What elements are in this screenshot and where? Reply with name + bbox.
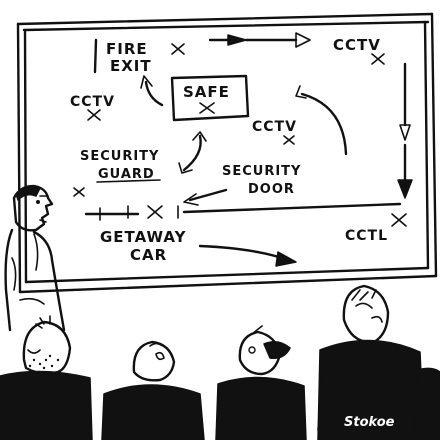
curved-arrow-safe-to-exit: [144, 80, 164, 107]
fire-exit-x-mark: [171, 43, 185, 55]
security-door-label-line2: DOOR: [248, 182, 295, 197]
getaway-label-line1: GETAWAY: [100, 228, 187, 246]
cctv-top-right-label: CCTV: [333, 36, 381, 54]
fire-exit-marker: FIRE EXIT: [93, 38, 185, 75]
whiteboard: [16, 12, 438, 294]
getaway-label-line2: CAR: [130, 246, 167, 264]
fire-exit-label-line2: EXIT: [110, 57, 152, 75]
safe-label: SAFE: [183, 83, 230, 101]
corridor-wall: [84, 202, 402, 221]
security-guard-marker: SECURITY GUARD: [80, 131, 207, 183]
audience-member-1: [0, 315, 93, 440]
route-arrow-right: [397, 62, 413, 199]
safe-marker: SAFE: [170, 74, 250, 122]
cctv-bottom-right-label: CCTL: [345, 228, 388, 244]
door-x-mark: [147, 205, 163, 219]
audience-member-2: [101, 340, 205, 440]
security-door-label-line1: SECURITY: [222, 164, 301, 179]
cctv-bottom-right-marker: CCTL: [345, 213, 407, 244]
cctv-bottom-right-x-mark: [391, 213, 407, 227]
security-door-marker: SECURITY DOOR: [183, 164, 301, 206]
presenter-figure: [4, 184, 66, 332]
audience-member-3: [215, 325, 307, 440]
audience-member-4: [317, 284, 425, 440]
artist-signature: Stokoe: [344, 415, 395, 430]
guard-x-mark: [73, 187, 85, 197]
fire-exit-label-line1: FIRE: [106, 40, 148, 58]
cctv-left-marker: CCTV: [70, 94, 115, 121]
cctv-top-right-marker: CCTV: [333, 36, 385, 65]
security-guard-label-line2: GUARD: [98, 167, 155, 182]
cctv-middle-marker: CCTV: [252, 119, 297, 145]
safe-x-mark: [199, 102, 215, 114]
audience-member-edge: [413, 367, 440, 440]
route-arrow-top: [208, 32, 311, 48]
security-guard-label-line1: SECURITY: [80, 149, 159, 164]
security-guard-underline: [96, 179, 161, 183]
cctv-middle-x-mark: [283, 135, 295, 145]
cctv-top-right-x-mark: [371, 53, 385, 65]
curved-arrow-upward: [300, 92, 348, 156]
getaway-car-marker: GETAWAY CAR: [100, 228, 297, 267]
cctv-middle-label: CCTV: [252, 119, 297, 135]
cctv-left-x-mark: [87, 109, 101, 121]
cctv-left-label: CCTV: [70, 94, 115, 110]
